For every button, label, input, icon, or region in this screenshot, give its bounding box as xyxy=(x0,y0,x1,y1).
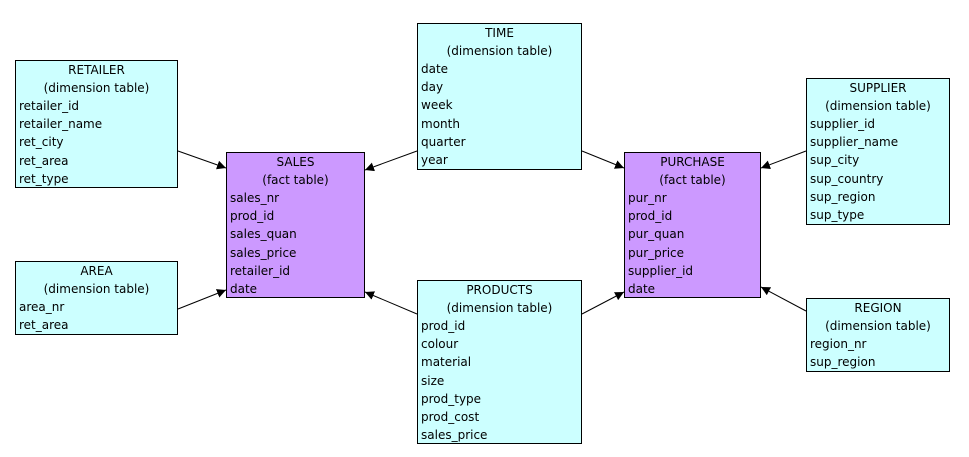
attribute: sales_quan xyxy=(230,227,297,242)
attribute: ret_type xyxy=(19,171,69,186)
link-area-sales xyxy=(177,289,227,310)
table-kind: (dimension table) xyxy=(825,99,931,113)
table-kind: (dimension table) xyxy=(446,301,553,315)
attribute: sup_region xyxy=(810,189,876,204)
attribute: retailer_id xyxy=(230,263,291,278)
attribute: date xyxy=(230,282,258,297)
attribute: area_nr xyxy=(19,300,65,314)
attribute: date xyxy=(421,62,449,76)
attribute: pur_quan xyxy=(628,227,685,242)
attribute: sales_price xyxy=(421,428,488,443)
table-kind: (dimension table) xyxy=(43,282,150,296)
attribute: supplier_id xyxy=(628,263,694,278)
table-name: PURCHASE xyxy=(660,155,725,169)
table-kind: (fact table) xyxy=(659,173,726,187)
table-name: RETAILER xyxy=(68,63,125,77)
table-name: TIME xyxy=(485,26,514,40)
attribute: sales_nr xyxy=(230,191,280,205)
link-retailer-sales xyxy=(177,150,227,170)
time-table[interactable]: TIME (dimension table) date day week mon… xyxy=(417,23,582,170)
attribute: prod_id xyxy=(421,319,466,333)
link-region-purchase xyxy=(760,286,807,312)
retailer-table[interactable]: RETAILER (dimension table) retailer_id r… xyxy=(15,60,178,188)
link-products-purchase xyxy=(581,291,625,315)
attribute: prod_type xyxy=(421,391,482,406)
supplier-table[interactable]: SUPPLIER (dimension table) supplier_id s… xyxy=(806,78,950,225)
attribute: size xyxy=(421,373,445,388)
table-name: REGION xyxy=(854,301,902,315)
attribute: retailer_id xyxy=(19,99,80,113)
table-name: SALES xyxy=(276,155,315,169)
attribute: date xyxy=(628,282,656,297)
table-name: PRODUCTS xyxy=(466,283,533,297)
table-kind: (dimension table) xyxy=(825,319,931,333)
attribute: month xyxy=(421,116,460,131)
attribute: sup_type xyxy=(810,208,865,223)
sales-table[interactable]: SALES (fact table) sales_nr prod_id sale… xyxy=(226,152,365,298)
attribute: sales_price xyxy=(230,245,297,260)
table-kind: (dimension table) xyxy=(43,81,150,95)
attribute: quarter xyxy=(421,134,466,149)
link-supplier-purchase xyxy=(760,150,807,170)
attribute: pur_nr xyxy=(628,191,667,205)
attribute: ret_area xyxy=(19,318,69,333)
purchase-table[interactable]: PURCHASE (fact table) pur_nr prod_id pur… xyxy=(624,152,761,298)
attribute: supplier_id xyxy=(810,117,876,131)
table-name: AREA xyxy=(80,264,113,278)
attribute: region_nr xyxy=(810,337,867,351)
attribute: week xyxy=(421,98,453,113)
table-name: SUPPLIER xyxy=(849,81,907,95)
link-time-sales xyxy=(364,150,418,172)
attribute: colour xyxy=(421,337,459,352)
attribute: day xyxy=(421,80,444,95)
attribute: prod_id xyxy=(628,209,673,224)
link-time-purchase xyxy=(581,150,625,169)
attribute: sup_city xyxy=(810,153,860,168)
attribute: ret_area xyxy=(19,153,69,168)
products-table[interactable]: PRODUCTS (dimension table) prod_id colou… xyxy=(417,280,582,444)
attribute: ret_city xyxy=(19,135,64,150)
region-table[interactable]: REGION (dimension table) region_nr sup_r… xyxy=(806,298,950,372)
attribute: material xyxy=(421,355,472,370)
attribute: prod_id xyxy=(230,209,275,224)
table-kind: (dimension table) xyxy=(446,44,553,58)
attribute: supplier_name xyxy=(810,135,899,150)
attribute: prod_cost xyxy=(421,410,480,425)
link-products-sales xyxy=(364,291,418,315)
attribute: sup_country xyxy=(810,171,884,186)
attribute: retailer_name xyxy=(19,117,103,132)
table-kind: (fact table) xyxy=(262,173,329,187)
attribute: pur_price xyxy=(628,245,685,260)
attribute: sup_region xyxy=(810,355,876,370)
attribute: year xyxy=(421,153,448,168)
area-table[interactable]: AREA (dimension table) area_nr ret_area xyxy=(15,261,178,335)
